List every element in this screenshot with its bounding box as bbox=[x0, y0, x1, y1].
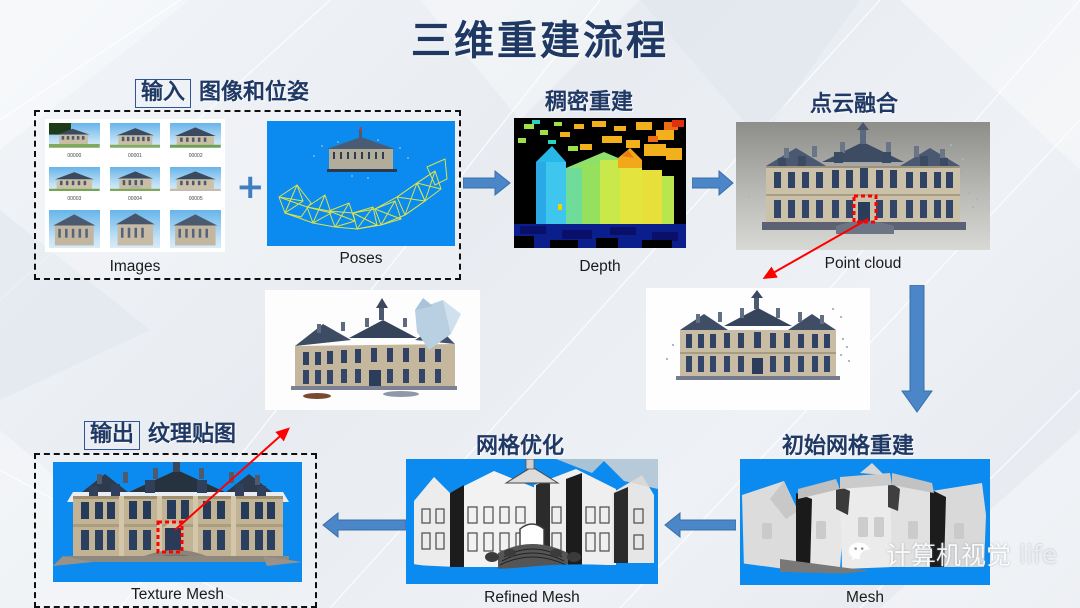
page-title: 三维重建流程 bbox=[411, 17, 669, 64]
intermediate-angled-image bbox=[265, 290, 480, 410]
thumbnail-label: 00004 bbox=[128, 196, 142, 203]
watermark-suffix: life bbox=[1019, 539, 1058, 569]
thumbnail-label: 00005 bbox=[188, 196, 203, 203]
intermediate-front-image bbox=[646, 288, 870, 410]
thumbnail-image bbox=[170, 123, 221, 148]
thumbnail-item[interactable]: 00002 bbox=[170, 123, 221, 161]
texture-mesh-image bbox=[53, 462, 302, 582]
depth-panel[interactable] bbox=[514, 118, 686, 248]
thumbnail-item[interactable]: 00003 bbox=[49, 166, 100, 205]
arrow-depth-to-pointcloud bbox=[692, 170, 734, 196]
thumbnail-item[interactable] bbox=[49, 210, 100, 248]
input-badge: 输入 bbox=[135, 79, 192, 109]
input-section-heading: 输入图像和位姿 bbox=[135, 74, 310, 109]
intermediate-angled-panel[interactable] bbox=[265, 290, 480, 410]
arrow-pointcloud-to-mesh bbox=[899, 285, 935, 413]
depth-map-image bbox=[514, 118, 686, 248]
thumbnail-image bbox=[49, 210, 100, 248]
arrow-mesh-to-refined bbox=[664, 512, 736, 538]
arrow-input-to-depth bbox=[463, 170, 511, 196]
thumbnail-image bbox=[109, 210, 161, 248]
thumbnail-label: 00003 bbox=[67, 196, 82, 203]
depth-caption: Depth bbox=[579, 258, 621, 275]
arrow-refined-to-texture bbox=[322, 512, 406, 538]
poses-image bbox=[267, 121, 455, 246]
thumbnail-label: 00002 bbox=[188, 152, 203, 159]
texture-mesh-panel[interactable] bbox=[53, 462, 302, 582]
output-label: 纹理贴图 bbox=[148, 421, 237, 447]
point-cloud-image bbox=[736, 122, 990, 250]
mesh-caption: Mesh bbox=[846, 589, 884, 606]
texture-mesh-caption: Texture Mesh bbox=[130, 586, 225, 603]
thumbnail-item[interactable]: 00001 bbox=[109, 123, 161, 161]
images-thumbnail-grid[interactable]: 00000 00001 bbox=[45, 119, 225, 252]
thumbnail-label: 00000 bbox=[67, 152, 82, 159]
thumbnail-label: 00001 bbox=[128, 152, 142, 159]
mesh-image bbox=[740, 459, 990, 585]
thumbnail-image bbox=[109, 166, 161, 192]
output-badge: 输出 bbox=[84, 421, 141, 451]
dense-section-heading: 稠密重建 bbox=[545, 89, 634, 115]
thumbnail-item[interactable]: 00005 bbox=[170, 166, 221, 205]
poses-panel[interactable] bbox=[267, 121, 455, 246]
refined-mesh-image bbox=[406, 459, 658, 584]
plus-symbol: + bbox=[236, 167, 265, 207]
zoom-link-arrow-top bbox=[756, 215, 876, 285]
zoom-link-arrow-bottom bbox=[165, 425, 295, 535]
mesh-section-heading: 初始网格重建 bbox=[782, 433, 915, 459]
thumbnail-image bbox=[109, 123, 161, 148]
refine-section-heading: 网格优化 bbox=[476, 433, 565, 459]
refined-mesh-caption: Refined Mesh bbox=[484, 589, 580, 606]
output-section-heading: 输出纹理贴图 bbox=[84, 416, 237, 451]
fusion-section-heading: 点云融合 bbox=[810, 91, 899, 117]
poses-caption: Poses bbox=[339, 250, 383, 267]
input-label: 图像和位姿 bbox=[199, 79, 310, 105]
thumbnail-item[interactable] bbox=[109, 210, 161, 248]
thumbnail-image bbox=[170, 166, 221, 192]
refined-mesh-panel[interactable] bbox=[406, 459, 658, 584]
mesh-panel[interactable] bbox=[740, 459, 990, 585]
thumbnail-image bbox=[170, 210, 221, 248]
intermediate-front-panel[interactable] bbox=[646, 288, 870, 410]
point-cloud-caption: Point cloud bbox=[824, 255, 902, 272]
thumbnail-item[interactable] bbox=[170, 210, 221, 248]
thumbnail-image bbox=[49, 123, 100, 148]
point-cloud-panel[interactable] bbox=[736, 122, 990, 250]
thumbnail-item[interactable]: 00000 bbox=[49, 123, 100, 161]
thumbnail-image bbox=[49, 166, 100, 192]
thumbnail-item[interactable]: 00004 bbox=[109, 166, 161, 205]
images-caption: Images bbox=[109, 258, 161, 275]
